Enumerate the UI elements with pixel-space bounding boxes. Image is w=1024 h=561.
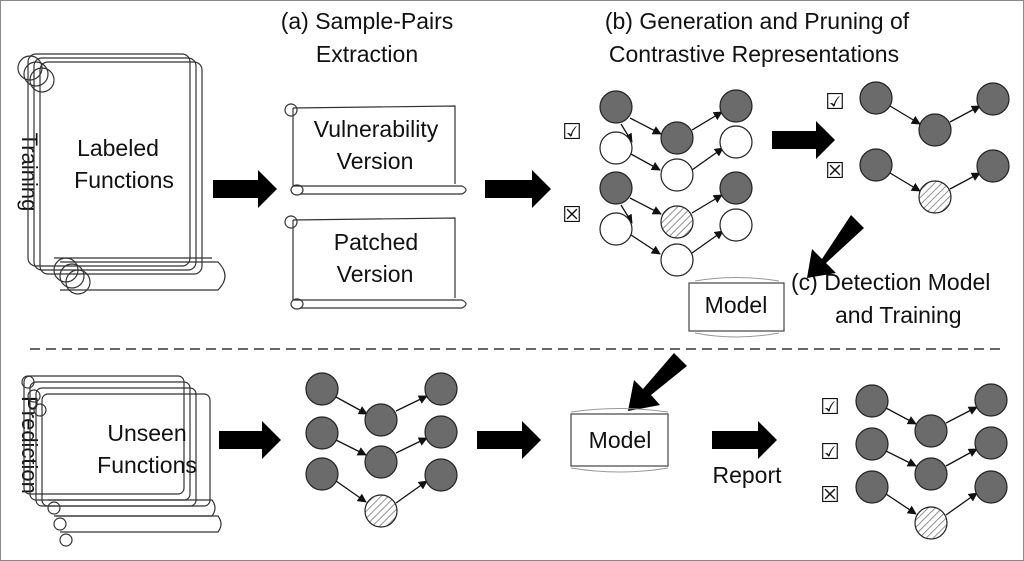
graph-node: [719, 208, 753, 242]
graph-node: [719, 125, 753, 159]
graph-node: [424, 415, 458, 449]
graph-node: [855, 427, 889, 461]
arrow-to-training-model: [807, 215, 864, 278]
stage-a-subtitle: Extraction: [316, 41, 418, 67]
unseen-functions-label-2: Functions: [97, 452, 197, 478]
graph-node: [976, 82, 1010, 116]
labeled-functions-label-2: Functions: [74, 167, 174, 193]
arrow-graphs-to-model: [477, 421, 541, 459]
report-check-mark-1: ☑: [820, 395, 840, 420]
graph-node: [364, 445, 398, 479]
graph-node: [719, 171, 753, 205]
arrow-unseen-to-graphs: [219, 421, 281, 459]
graph-node: [914, 457, 948, 491]
prediction-model-box: [570, 408, 669, 473]
stage-b-title: (b) Generation and Pruning of: [605, 8, 910, 34]
graph-node: [974, 470, 1008, 504]
graph-node: [364, 403, 398, 437]
cross-mark-patched: ☒: [562, 203, 582, 228]
pruned-patched-graph: [859, 148, 1010, 214]
stage-b-subtitle: Contrastive Representations: [609, 41, 899, 67]
patched-version-scroll: [284, 215, 467, 310]
prediction-model-label: Model: [589, 427, 652, 453]
patched-version-label-1: Patched: [334, 229, 418, 255]
training-model-box: [688, 277, 785, 338]
graph-node: [914, 414, 948, 448]
graph-node-hatched: [364, 494, 398, 528]
unseen-functions-scroll-stack: [21, 375, 222, 547]
arrow-model-to-report: [712, 421, 777, 459]
pruned-vulnerability-graph: [859, 81, 1010, 147]
graph-node: [599, 131, 633, 165]
unseen-functions-label-1: Unseen: [107, 420, 186, 446]
graph-node: [599, 171, 633, 205]
labeled-functions-scroll-stack: [17, 53, 226, 295]
graph-node: [424, 458, 458, 492]
arrow-pruning: [772, 121, 835, 159]
report-cross-mark: ☒: [820, 483, 840, 508]
report-graph: [855, 383, 1008, 540]
vulnerability-graph: [599, 89, 753, 192]
graph-node: [855, 384, 889, 418]
vulnerability-version-scroll: [284, 103, 467, 196]
graph-node: [974, 383, 1008, 417]
graph-node: [660, 121, 694, 155]
vulnerability-version-label-2: Version: [337, 148, 414, 174]
graph-node: [918, 113, 952, 147]
labeled-functions-label-1: Labeled: [77, 135, 159, 161]
arrow-pairs-to-graphs: [485, 170, 551, 208]
graph-node-hatched: [914, 506, 948, 540]
patched-version-label-2: Version: [337, 261, 414, 287]
graph-node-hatched: [918, 180, 952, 214]
check-mark-vuln: ☑: [562, 120, 582, 145]
prediction-graph: [305, 372, 458, 528]
graph-node: [855, 470, 889, 504]
graph-node: [424, 372, 458, 406]
graph-node: [305, 416, 339, 450]
graph-node: [974, 426, 1008, 460]
report-check-mark-2: ☑: [820, 440, 840, 465]
report-label: Report: [712, 462, 782, 488]
graph-node: [859, 81, 893, 115]
graph-node: [660, 243, 694, 277]
graph-node-hatched: [660, 205, 694, 239]
graph-node: [305, 457, 339, 491]
training-side-label: Training: [17, 133, 42, 212]
graph-node: [599, 212, 633, 246]
cross-mark-pruned: ☒: [825, 159, 845, 184]
graph-node: [599, 90, 633, 124]
graph-node: [719, 89, 753, 123]
patched-graph: [599, 171, 753, 277]
vulnerability-version-label-1: Vulnerability: [314, 116, 439, 142]
arrow-trained-model-to-prediction: [628, 353, 687, 411]
training-model-label: Model: [705, 292, 768, 318]
arrow-labeled-to-pairs: [213, 170, 277, 208]
graph-node: [976, 149, 1010, 183]
stage-c-subtitle: and Training: [835, 302, 962, 328]
graph-node: [660, 158, 694, 192]
stage-a-title: (a) Sample-Pairs: [281, 8, 454, 34]
graph-node: [859, 148, 893, 182]
graph-node: [305, 372, 339, 406]
check-mark-pruned: ☑: [825, 90, 845, 115]
